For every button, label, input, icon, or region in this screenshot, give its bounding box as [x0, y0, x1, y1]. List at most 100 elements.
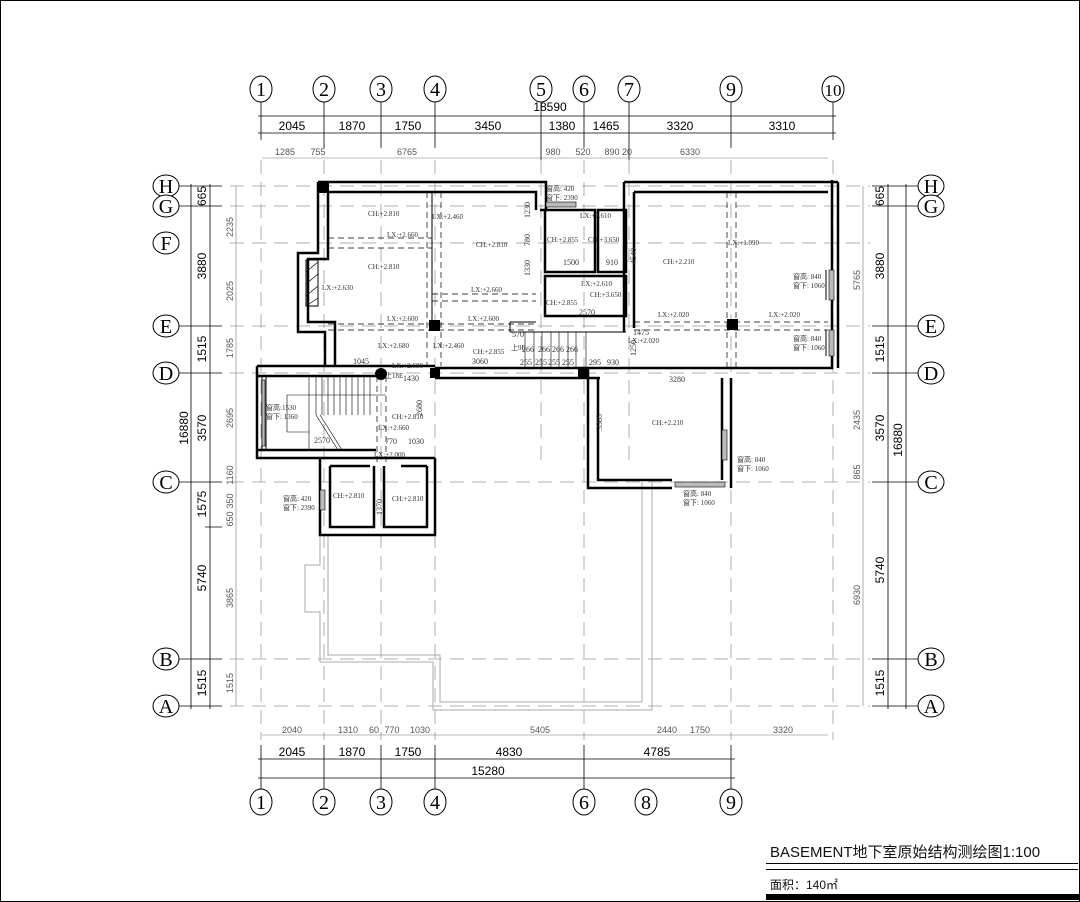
svg-text:窗高: 840: 窗高: 840 [737, 455, 766, 464]
walls [255, 180, 840, 537]
svg-text:6930: 6930 [852, 585, 862, 605]
svg-text:3320: 3320 [773, 725, 793, 735]
top-total-dim: 18590 [533, 100, 567, 114]
svg-text:1515: 1515 [195, 669, 209, 696]
svg-text:窗下: 1060: 窗下: 1060 [737, 464, 769, 473]
svg-text:1475: 1475 [633, 328, 649, 337]
svg-text:1030: 1030 [410, 725, 430, 735]
svg-text:1380: 1380 [549, 119, 576, 133]
svg-text:7: 7 [624, 79, 634, 101]
svg-text:16880: 16880 [177, 411, 191, 445]
svg-text:1285: 1285 [275, 147, 295, 157]
left-dim-lines [179, 184, 222, 709]
bottom-total-dim: 15280 [471, 764, 505, 778]
svg-text:窗高: 420: 窗高: 420 [283, 494, 312, 503]
svg-text:2: 2 [319, 792, 329, 814]
svg-text:10: 10 [825, 81, 842, 100]
svg-text:2695: 2695 [225, 408, 235, 428]
svg-text:8: 8 [641, 792, 651, 814]
svg-text:LX:+2.630: LX:+2.630 [322, 284, 353, 292]
svg-text:5765: 5765 [852, 270, 862, 290]
area-label: 面积：140㎡ [766, 869, 1078, 893]
svg-text:1750: 1750 [395, 119, 422, 133]
svg-text:2025: 2025 [225, 281, 235, 301]
svg-text:1870: 1870 [339, 745, 366, 759]
left-axis-bubbles [152, 174, 180, 718]
svg-text:E: E [160, 316, 172, 338]
svg-text:LX:+2.680: LX:+2.680 [378, 342, 409, 350]
svg-text:3385: 3385 [595, 414, 604, 430]
right-sub-dims: 5765 2435 865 6930 [852, 270, 862, 605]
svg-text:窗高: 840: 窗高: 840 [793, 272, 822, 281]
svg-text:4: 4 [430, 79, 440, 101]
left-span-dims: 665 3880 1515 3570 1575 5740 1515 16880 [177, 186, 209, 697]
svg-text:2045: 2045 [279, 745, 306, 759]
right-span-dims: 665 3880 1515 3570 5740 1515 16880 [873, 186, 905, 697]
svg-text:1160: 1160 [225, 465, 235, 484]
svg-text:2040: 2040 [282, 725, 302, 735]
svg-text:2680: 2680 [415, 400, 424, 416]
svg-text:60: 60 [369, 725, 379, 735]
svg-text:6330: 6330 [680, 147, 700, 157]
svg-text:910: 910 [606, 258, 618, 267]
svg-text:CH:+2.855: CH:+2.855 [547, 236, 579, 244]
top-axis-bubbles [249, 75, 845, 103]
svg-text:755: 755 [310, 147, 325, 157]
svg-text:3320: 3320 [667, 119, 694, 133]
hatched-shaft [305, 259, 319, 307]
svg-text:980: 980 [545, 147, 560, 157]
svg-text:A: A [159, 696, 174, 718]
svg-text:3880: 3880 [873, 252, 887, 279]
right-dim-lines [872, 184, 918, 709]
svg-text:650: 650 [225, 511, 235, 526]
svg-text:1750: 1750 [690, 725, 710, 735]
svg-text:1515: 1515 [195, 335, 209, 362]
svg-text:2045: 2045 [279, 119, 306, 133]
svg-text:LX:+2.600: LX:+2.600 [387, 315, 418, 323]
svg-text:CH:+2.810: CH:+2.810 [368, 263, 400, 271]
svg-text:G: G [924, 196, 938, 218]
svg-text:H: H [924, 176, 938, 198]
svg-text:窗高: 840: 窗高: 840 [683, 489, 712, 498]
svg-text:20: 20 [622, 147, 632, 157]
svg-text:B: B [159, 649, 172, 671]
svg-text:3: 3 [376, 79, 386, 101]
svg-text:窗下: 1060: 窗下: 1060 [683, 498, 715, 507]
svg-text:780: 780 [523, 234, 532, 246]
svg-text:3865: 3865 [225, 588, 235, 608]
svg-text:2570: 2570 [314, 436, 330, 445]
right-axis-labels: H G E D C B A [924, 176, 939, 718]
svg-text:5: 5 [536, 79, 546, 101]
svg-text:2435: 2435 [852, 410, 862, 430]
svg-text:窗下: 1060: 窗下: 1060 [793, 281, 825, 290]
svg-text:520: 520 [575, 147, 590, 157]
svg-text:1250: 1250 [629, 340, 638, 356]
svg-text:1465: 1465 [593, 119, 620, 133]
svg-text:G: G [159, 196, 173, 218]
svg-text:350: 350 [225, 493, 235, 508]
left-axis-labels: H G F E D C B A [159, 176, 174, 718]
bottom-span-dims: 2045 1870 1750 4830 4785 [279, 745, 671, 759]
svg-text:2235: 2235 [225, 217, 235, 237]
svg-text:LX:+2.000: LX:+2.000 [374, 451, 405, 459]
svg-text:1230: 1230 [523, 202, 532, 218]
svg-text:865: 865 [852, 464, 862, 479]
staircase-left [286, 376, 386, 451]
svg-text:LX:+2.020: LX:+2.020 [628, 337, 659, 345]
svg-text:266: 266 [538, 345, 550, 354]
svg-text:1045: 1045 [353, 357, 369, 366]
svg-text:CH:+3.650: CH:+3.650 [590, 291, 622, 299]
svg-text:CH:+2.810: CH:+2.810 [368, 210, 400, 218]
svg-text:3310: 3310 [769, 119, 796, 133]
bottom-dim-lines [258, 745, 735, 789]
svg-text:LX:+2.610: LX:+2.610 [581, 280, 612, 288]
svg-text:930: 930 [607, 358, 619, 367]
svg-text:266: 266 [552, 345, 564, 354]
svg-text:5405: 5405 [530, 725, 550, 735]
svg-text:255: 255 [520, 358, 532, 367]
svg-text:6: 6 [579, 792, 589, 814]
svg-text:1310: 1310 [338, 725, 358, 735]
svg-text:1515: 1515 [873, 669, 887, 696]
svg-text:CH:+2.855: CH:+2.855 [473, 348, 505, 356]
lower-outline [304, 482, 653, 711]
